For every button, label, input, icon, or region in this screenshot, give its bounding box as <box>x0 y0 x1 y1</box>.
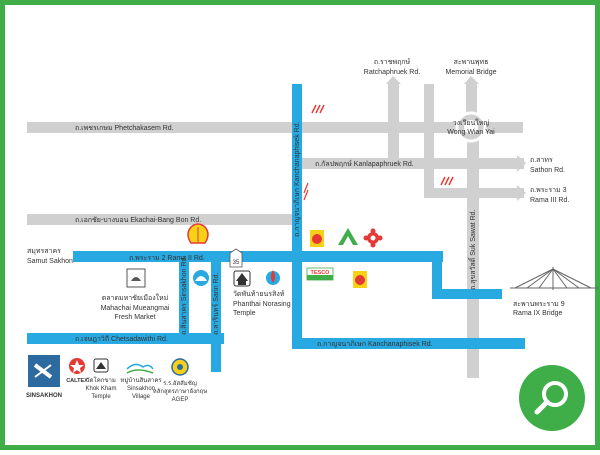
label-sinsakhon-road: ถ.สินสาคร Sinsakhon Rd. <box>180 256 188 335</box>
railway-marker-north <box>311 104 325 114</box>
school-logo <box>171 358 189 376</box>
label-phetchakasem: ถ.เพชรเกษม Phetchakasem Rd. <box>75 125 174 132</box>
label-memorial-th: สะพานพุทธ <box>454 59 489 66</box>
sinsakhon-logo: SINSAKHON <box>26 355 62 399</box>
road-sarin <box>211 256 221 372</box>
road-sinsakhon <box>179 256 189 341</box>
sinsakhon-logo-text: SINSAKHON <box>26 393 62 399</box>
village-en-1: Sinsakhon <box>127 386 155 392</box>
arrow-rama3 <box>517 185 526 201</box>
road-sathon <box>472 158 524 169</box>
market-icon <box>126 268 146 288</box>
shell-icon <box>187 223 209 244</box>
market-name-th: ตลาดมหาชัยเมืองใหม่ <box>102 293 169 302</box>
label-rama2: ถ.พระราม 2 Rama II Rd. <box>129 255 205 262</box>
arrows <box>386 76 526 201</box>
route-35-sign: 35 <box>229 248 243 268</box>
village-logo <box>126 363 154 374</box>
road-memorial-bridge <box>466 84 477 129</box>
label-rama9-bridge-th: สะพานพระราม 9 <box>513 301 565 308</box>
road-chetsadawithi <box>27 333 224 344</box>
road-rama2 <box>73 251 443 262</box>
caltex-logo-text: CALTEX <box>66 378 88 384</box>
label-ratchaphruek-th: ถ.ราชพฤกษ์ <box>374 58 411 66</box>
village-th: หมู่บ้านสินสาคร <box>120 377 162 384</box>
ptt-station-icon <box>266 270 280 285</box>
temple-icon <box>233 270 251 287</box>
blue-roads <box>27 84 525 372</box>
hospital-flower-icon <box>363 228 383 248</box>
label-suk-sawat: ถ.สุขสวัสดิ์ Suk Sawat Rd. <box>467 209 477 290</box>
railway-marker-vertical <box>303 182 309 201</box>
label-samut-sakhon-en: Samut Sakhon <box>27 258 73 265</box>
school-th-2: หลักสูตรภาษาอังกฤษ <box>153 388 207 395</box>
tesco-label: TESCO <box>311 270 331 276</box>
arrow-sathon <box>517 155 526 172</box>
rama9-bridge-icon <box>510 267 599 290</box>
road-phetchakasem <box>27 122 523 133</box>
road-ekachai <box>27 214 296 225</box>
bank-circle-icon <box>193 270 209 286</box>
arrow-ratchaphruek <box>386 76 401 84</box>
wong-wian-yai-center <box>464 120 478 134</box>
label-wongwianyai-th: วงเวียนใหญ่ <box>453 118 490 127</box>
school-en: AGEP <box>172 397 189 403</box>
market-name-en-1: Mahachai Mueangmai <box>101 305 170 312</box>
label-sarin-road: ถ.สารินทร์ Sarin Rd. <box>212 273 220 335</box>
store-icon <box>353 271 367 288</box>
khok-kham-en-2: Temple <box>91 394 111 400</box>
khok-kham-en-1: Khok Kham <box>85 386 116 392</box>
road-rama9-connector-h <box>432 289 502 299</box>
road-rama9-connector-v <box>432 256 442 296</box>
label-samut-sakhon-th: สมุทรสาคร <box>27 248 61 255</box>
school-th-1: ร.ร.อัสสัมชัญ <box>163 380 197 387</box>
label-kanchanaphisek-horizontal: ถ.กาญจนาภิเษก Kanchanaphisek Rd. <box>317 340 433 348</box>
gray-roads <box>27 84 524 378</box>
label-kanchanaphisek-vertical: ถ.กาญจนาภิเษก Kanchanaphisek Rd. <box>293 121 301 237</box>
route-35-number: 35 <box>233 260 240 266</box>
khok-kham-temple-icon <box>93 358 109 373</box>
map-canvas: ถ.เพชรเกษม Phetchakasem Rd. ถ.ราชพฤกษ์ R… <box>26 58 599 403</box>
label-memorial-en: Memorial Bridge <box>446 69 497 76</box>
search-icon <box>519 365 585 431</box>
road-kanlapaphruek <box>300 158 517 169</box>
road-ratchaphruek <box>388 84 399 164</box>
label-ekachai: ถ.เอกชัย-บางบอน Ekachai-Bang Bon Rd. <box>75 216 201 224</box>
lotus-store-icon <box>310 230 324 247</box>
tesco-logo: TESCO <box>306 267 334 281</box>
road-suk-sawat <box>467 133 479 378</box>
caltex-logo: CALTEX <box>66 358 88 384</box>
arrow-memorial <box>464 76 479 84</box>
railway-marker-east <box>440 176 454 186</box>
label-ratchaphruek-en: Ratchaphruek Rd. <box>364 69 420 76</box>
label-sathon-th: ถ.สาทร <box>530 157 553 164</box>
label-chetsadawithi: ถ.เจษฎาวิถี Chetsadawithi Rd. <box>75 335 168 343</box>
label-rama9-bridge-en: Rama IX Bridge <box>513 310 563 317</box>
label-wongwianyai-en: Wong Wian Yai <box>447 129 495 136</box>
temple-name-en-2: Temple <box>233 310 256 317</box>
label-sathon-en: Sathon Rd. <box>530 167 565 174</box>
road-kanchanaphisek-horizontal <box>292 338 525 349</box>
label-rama3-th: ถ.พระราม 3 <box>530 187 567 194</box>
bank-icon <box>338 228 358 245</box>
zoom-button[interactable] <box>519 365 585 431</box>
khok-kham-th: วัดโคกขาม <box>86 376 116 384</box>
temple-name-th: วัดพันท้ายนรสิงห์ <box>233 290 285 298</box>
road-link-vertical <box>424 84 434 198</box>
label-kanlapaphruek: ถ.กัลปพฤกษ์ Kanlapaphruek Rd. <box>315 160 414 168</box>
road-kanchanaphisek-vertical <box>292 84 302 349</box>
market-name-en-2: Fresh Market <box>114 314 155 321</box>
village-en-2: Village <box>132 394 151 400</box>
temple-name-en-1: Phanthai Norasing <box>233 301 291 308</box>
label-rama3-en: Rama III Rd. <box>530 197 569 204</box>
